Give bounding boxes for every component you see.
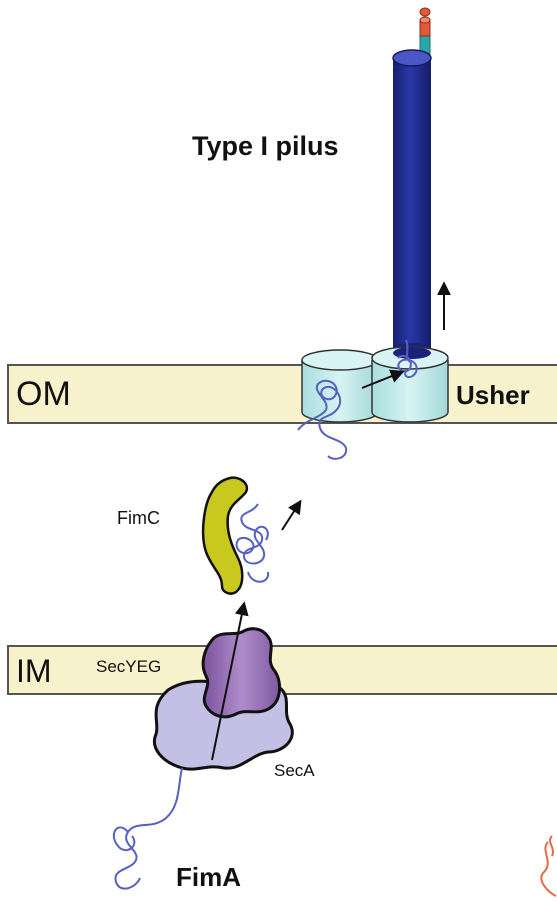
fima-chain: [114, 768, 182, 889]
red-subunit-fragment: [541, 836, 556, 896]
secyeg-translocon: [203, 629, 279, 717]
fimc-chaperone: [203, 478, 247, 594]
usher-protein: [302, 347, 448, 422]
usher-label: Usher: [456, 380, 530, 410]
pilus-label: Type I pilus: [192, 131, 339, 161]
fimc-label: FimC: [117, 508, 160, 528]
fima-label: FimA: [176, 862, 241, 892]
om-label: OM: [16, 375, 71, 413]
seca-label: SecA: [274, 761, 315, 780]
inner-membrane: [8, 646, 557, 694]
pilus-rod: [393, 50, 431, 357]
fimc-to-usher-arrow: [282, 502, 300, 530]
secyeg-label: SecYEG: [96, 657, 161, 676]
im-label: IM: [16, 653, 52, 689]
